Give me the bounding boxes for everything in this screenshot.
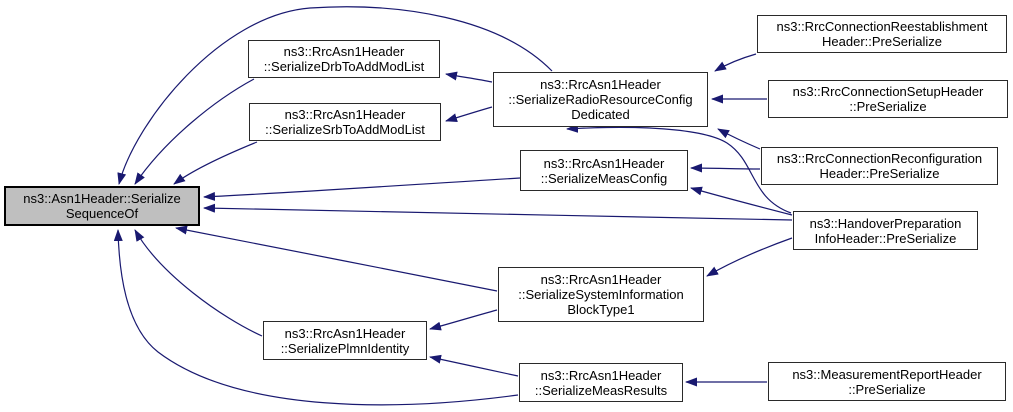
node-label: ns3::Asn1Header::Serialize SequenceOf — [23, 191, 181, 221]
edge-handover-preparation-info-header-preserialize--to--asn1header-serialize-sequence-of — [203, 203, 793, 221]
edge-serialize-meas-results--to--asn1header-serialize-sequence-of — [113, 229, 519, 406]
edge-serialize-meas-results--to--serialize-plmn-identity — [429, 354, 519, 377]
edge-handover-preparation-info-header-preserialize--to--serialize-radio-resource-config-dedicated — [566, 123, 792, 214]
edge-serialize-srb-to-add-mod-list--to--asn1header-serialize-sequence-of — [173, 141, 258, 185]
node-label: ns3::RrcAsn1Header ::SerializeSrbToAddMo… — [265, 107, 425, 137]
edge-handover-preparation-info-header-preserialize--to--serialize-system-information-block-type1 — [706, 237, 793, 277]
node-label: ns3::RrcConnectionReestablishment Header… — [776, 19, 988, 49]
edge-serialize-drb-to-add-mod-list--to--asn1header-serialize-sequence-of — [134, 78, 255, 185]
edge-rrc-connection-reconfiguration-header-preserialize--to--serialize-meas-config — [690, 163, 761, 173]
edge-group — [113, 6, 793, 406]
node-serialize-radio-resource-config-dedicated[interactable]: ns3::RrcAsn1Header ::SerializeRadioResou… — [493, 72, 708, 127]
node-handover-preparation-info-header-preserialize[interactable]: ns3::HandoverPreparation InfoHeader::Pre… — [793, 211, 978, 250]
edge-serialize-radio-resource-config-dedicated--to--asn1header-serialize-sequence-of — [117, 6, 553, 185]
edge-serialize-plmn-identity--to--asn1header-serialize-sequence-of — [134, 229, 263, 337]
node-serialize-plmn-identity[interactable]: ns3::RrcAsn1Header ::SerializePlmnIdenti… — [263, 321, 427, 360]
node-label: ns3::RrcAsn1Header ::SerializeSystemInfo… — [518, 272, 684, 317]
edge-serialize-system-information-block-type1--to--serialize-plmn-identity — [429, 309, 498, 331]
node-label: ns3::RrcConnectionSetupHeader ::PreSeria… — [792, 84, 984, 114]
node-measurement-report-header-preserialize[interactable]: ns3::MeasurementReportHeader ::PreSerial… — [768, 362, 1006, 401]
edge-serialize-system-information-block-type1--to--asn1header-serialize-sequence-of — [175, 225, 498, 292]
edge-serialize-meas-config--to--asn1header-serialize-sequence-of — [203, 177, 521, 201]
node-rrc-connection-reconfiguration-header-preserialize[interactable]: ns3::RrcConnectionReconfiguration Header… — [761, 147, 998, 185]
node-label: ns3::RrcAsn1Header ::SerializeRadioResou… — [508, 77, 693, 122]
node-rrc-connection-reestablishment-header-preserialize[interactable]: ns3::RrcConnectionReestablishment Header… — [757, 15, 1007, 53]
node-asn1header-serialize-sequence-of[interactable]: ns3::Asn1Header::Serialize SequenceOf — [4, 186, 200, 226]
node-label: ns3::RrcAsn1Header ::SerializeDrbToAddMo… — [263, 44, 425, 74]
node-serialize-system-information-block-type1[interactable]: ns3::RrcAsn1Header ::SerializeSystemInfo… — [498, 267, 704, 322]
node-label: ns3::RrcAsn1Header ::SerializePlmnIdenti… — [280, 325, 410, 356]
edge-handover-preparation-info-header-preserialize--to--serialize-meas-config — [690, 186, 793, 216]
edge-serialize-radio-resource-config-dedicated--to--serialize-srb-to-add-mod-list — [445, 106, 493, 123]
node-rrc-connection-setup-header-preserialize[interactable]: ns3::RrcConnectionSetupHeader ::PreSeria… — [768, 80, 1008, 118]
node-serialize-meas-results[interactable]: ns3::RrcAsn1Header ::SerializeMeasResult… — [519, 363, 683, 402]
node-label: ns3::RrcConnectionReconfiguration Header… — [776, 151, 983, 181]
node-label: ns3::HandoverPreparation InfoHeader::Pre… — [809, 215, 962, 246]
node-label: ns3::RrcAsn1Header ::SerializeMeasResult… — [534, 367, 668, 398]
node-label: ns3::RrcAsn1Header ::SerializeMeasConfig — [540, 155, 668, 186]
node-label: ns3::MeasurementReportHeader ::PreSerial… — [792, 366, 982, 397]
node-serialize-drb-to-add-mod-list[interactable]: ns3::RrcAsn1Header ::SerializeDrbToAddMo… — [248, 40, 440, 78]
edge-rrc-connection-reestablishment-header-preserialize--to--serialize-radio-resource-config-dedicated — [714, 53, 757, 72]
node-serialize-meas-config[interactable]: ns3::RrcAsn1Header ::SerializeMeasConfig — [520, 150, 688, 191]
edge-serialize-radio-resource-config-dedicated--to--serialize-drb-to-add-mod-list — [445, 71, 493, 83]
node-serialize-srb-to-add-mod-list[interactable]: ns3::RrcAsn1Header ::SerializeSrbToAddMo… — [249, 103, 441, 141]
edge-rrc-connection-reconfiguration-header-preserialize--to--serialize-radio-resource-config-dedicated — [717, 128, 761, 150]
